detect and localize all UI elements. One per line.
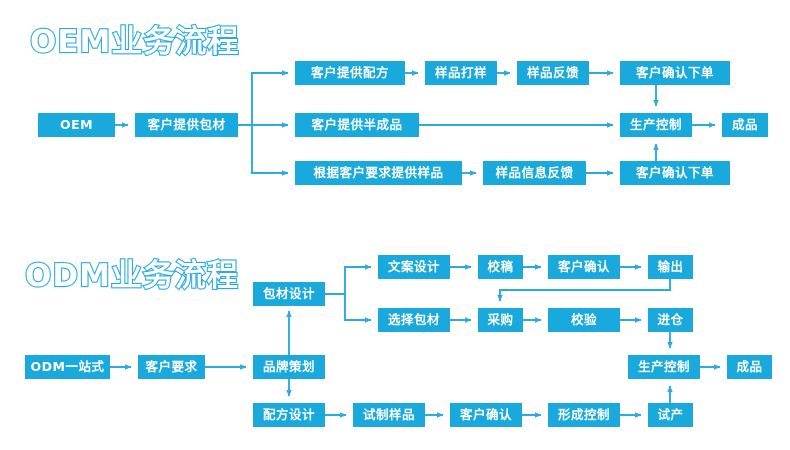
flow-node-odm-trialrun[interactable]: 试产 bbox=[648, 403, 693, 427]
flow-node-oem-sample-info[interactable]: 样品信息反馈 bbox=[483, 161, 586, 185]
flow-node-oem-order1[interactable]: 客户确认下单 bbox=[620, 61, 730, 85]
flow-node-odm-output[interactable]: 输出 bbox=[648, 255, 693, 279]
flow-node-odm-copy[interactable]: 文案设计 bbox=[378, 255, 450, 279]
conn-odm-packdes-trunk-down bbox=[325, 293, 372, 323]
flow-node-oem-finished[interactable]: 成品 bbox=[722, 113, 768, 137]
flow-node-odm-proof[interactable]: 校稿 bbox=[478, 255, 523, 279]
conn-odm-output-to-purchase bbox=[497, 279, 671, 302]
flow-node-odm-verify[interactable]: 校验 bbox=[548, 308, 620, 332]
oem-section-title: OEM业务流程 bbox=[29, 23, 240, 61]
flow-node-odm-selpack[interactable]: 选择包材 bbox=[378, 308, 450, 332]
flow-node-oem-feedback[interactable]: 样品反馈 bbox=[517, 61, 589, 85]
flow-node-oem-semi[interactable]: 客户提供半成品 bbox=[295, 113, 419, 137]
flow-node-odm-start[interactable]: ODM一站式 bbox=[25, 355, 110, 379]
flow-node-odm-prod[interactable]: 生产控制 bbox=[628, 355, 700, 379]
conn-oem-pack-trunk-top bbox=[238, 70, 289, 126]
flow-node-oem-pack[interactable]: 客户提供包材 bbox=[135, 113, 238, 137]
flow-node-odm-control[interactable]: 形成控制 bbox=[548, 403, 620, 427]
flow-node-odm-purchase[interactable]: 采购 bbox=[478, 308, 523, 332]
conn-odm-packdes-trunk-up bbox=[325, 264, 372, 295]
flow-node-odm-req[interactable]: 客户要求 bbox=[138, 355, 205, 379]
flow-node-oem-prod[interactable]: 生产控制 bbox=[620, 113, 692, 137]
flow-node-oem-order2[interactable]: 客户确认下单 bbox=[620, 161, 730, 185]
conn-oem-pack-trunk-bottom bbox=[238, 124, 289, 176]
flow-node-oem-sample[interactable]: 样品打样 bbox=[425, 61, 497, 85]
odm-section-title: ODM业务流程 bbox=[24, 257, 239, 295]
flow-node-odm-store[interactable]: 进仓 bbox=[648, 308, 693, 332]
flow-node-odm-formula[interactable]: 配方设计 bbox=[253, 403, 325, 427]
flow-node-oem-start[interactable]: OEM bbox=[38, 113, 115, 137]
flow-node-oem-req-sample[interactable]: 根据客户要求提供样品 bbox=[295, 161, 462, 185]
flow-node-odm-finished[interactable]: 成品 bbox=[727, 355, 772, 379]
flow-node-oem-formula[interactable]: 客户提供配方 bbox=[295, 61, 405, 85]
flow-node-odm-packdes[interactable]: 包材设计 bbox=[253, 282, 325, 306]
flow-node-odm-brand[interactable]: 品牌策划 bbox=[253, 355, 325, 379]
flow-node-odm-trialsmp[interactable]: 试制样品 bbox=[353, 403, 425, 427]
flow-node-odm-confirm2[interactable]: 客户确认 bbox=[450, 403, 522, 427]
flow-node-odm-confirm1[interactable]: 客户确认 bbox=[548, 255, 620, 279]
